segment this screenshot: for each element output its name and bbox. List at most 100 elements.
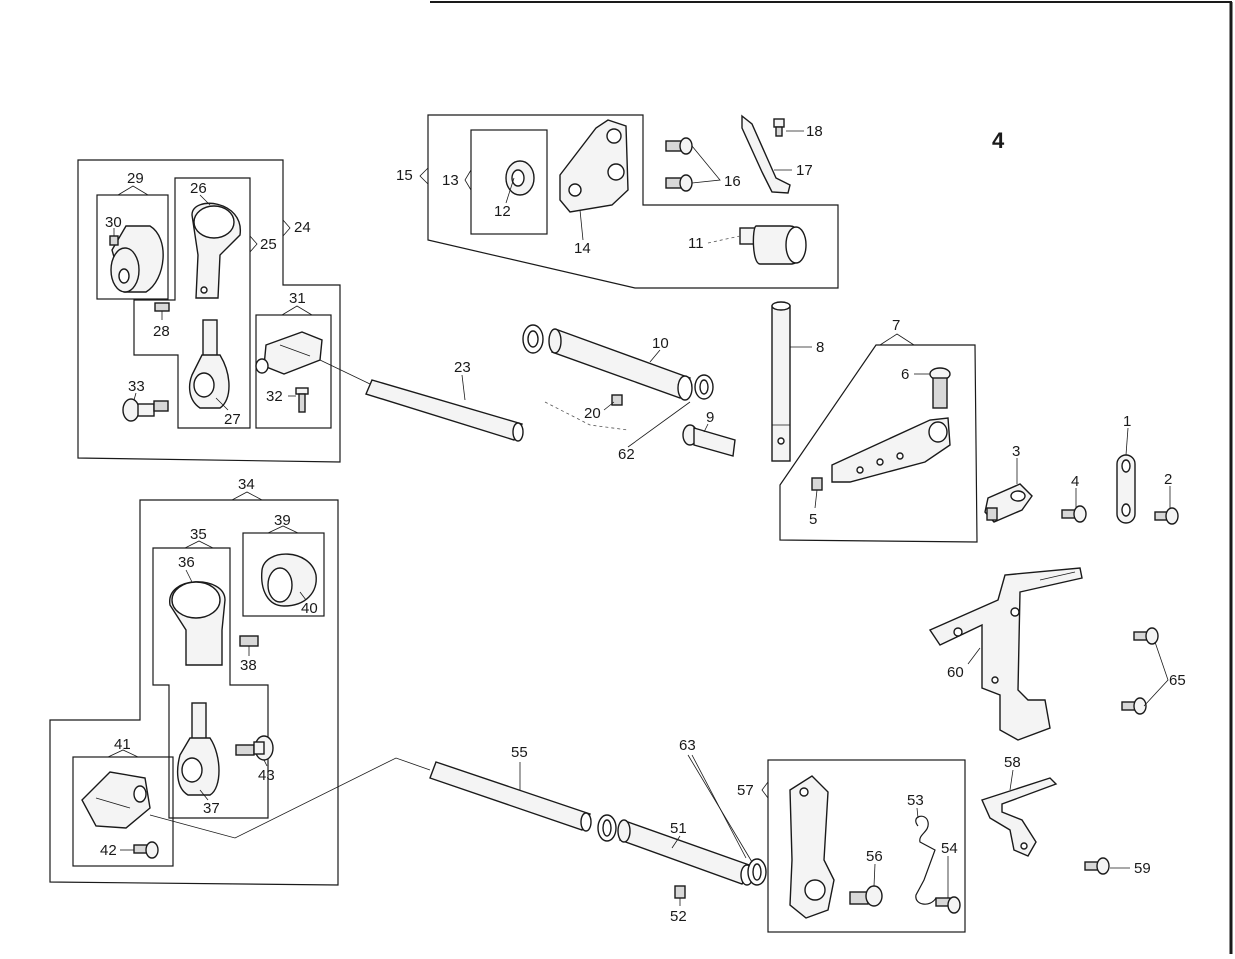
callout-41: 41 [114,736,131,753]
group-box-24 [77,159,341,463]
part-58-bracket [981,777,1058,857]
page-number: 4 [992,128,1005,153]
part-14-link-plate [559,119,629,213]
part-20-setscrew [611,394,623,406]
part-41-block [81,771,151,829]
group-box-35 [152,547,269,819]
part-56-screw [849,885,883,907]
callout-7: 7 [892,317,900,334]
leader-41-55 [149,757,431,839]
callout-57: 57 [737,782,754,799]
callout-30: 30 [105,214,122,231]
callout-37: 37 [203,800,220,817]
part-9-pin [682,424,736,457]
callout-33: 33 [128,378,145,395]
callout-29: 29 [127,170,144,187]
callout-8: 8 [816,339,824,356]
callout-38: 38 [240,657,257,674]
part-39-collar [261,553,317,607]
callout-6: 6 [901,366,909,383]
part-31-block [255,331,323,375]
callout-39: 39 [274,512,291,529]
callout-5: 5 [809,511,817,528]
part-18-screw [773,118,785,137]
group-box-57 [767,759,966,933]
group-box-34 [49,499,339,886]
part-26-clamp-arm [191,202,241,299]
part-5-setscrew [811,477,823,491]
callout-36: 36 [178,554,195,571]
part-washer-62 [694,374,714,400]
callout-43: 43 [258,767,275,784]
leader-31-23 [319,359,371,385]
callout-14: 14 [574,240,591,257]
part-32-screw [295,387,309,413]
part-8-vertical-shaft [771,301,791,462]
callout-35: 35 [190,526,207,543]
part-6-screw [929,367,951,409]
callout-12: 12 [494,203,511,220]
callout-10: 10 [652,335,669,352]
part-57-lever [789,775,835,919]
part-43-screw [235,735,274,761]
callout-62: 62 [618,446,635,463]
part-1-link [1116,454,1136,524]
callout-55: 55 [511,744,528,761]
part-27-crank-arm [188,319,230,409]
group-box-25 [133,177,251,429]
group-box-39 [242,532,325,617]
callout-34: 34 [238,476,255,493]
callout-54: 54 [941,840,958,857]
callout-labels: 1 2 3 4 5 6 7 8 9 10 11 12 13 14 15 16 1… [100,123,1186,925]
part-10-tube [548,328,693,401]
group-box-29 [96,194,169,300]
callout-58: 58 [1004,754,1021,771]
part-59-screw [1084,857,1110,875]
group-box-15 [427,114,839,289]
part-53-spring [915,815,937,905]
callout-53: 53 [907,792,924,809]
callout-24: 24 [294,219,311,236]
callout-9: 9 [706,409,714,426]
callout-13: 13 [442,172,459,189]
part-55-shaft [429,761,592,832]
callout-18: 18 [806,123,823,140]
callout-23: 23 [454,359,471,376]
callout-4: 4 [1071,473,1079,490]
callout-27: 27 [224,411,241,428]
leader-62-dashed [544,401,629,431]
group-box-13 [470,129,548,235]
callout-59: 59 [1134,860,1151,877]
leader-lines [107,130,1171,906]
part-washer-63 [747,858,767,886]
callout-65: 65 [1169,672,1186,689]
part-52-setscrew [674,885,686,899]
callout-26: 26 [190,180,207,197]
callout-31: 31 [289,290,306,307]
part-54-screw [935,896,961,914]
part-28-screw [154,302,170,312]
part-7-lever [831,417,951,483]
callout-11: 11 [688,235,704,252]
callout-15: 15 [396,167,413,184]
part-16-screws [665,137,693,192]
part-36-clamp [169,581,226,666]
group-box-7 [779,344,978,543]
callout-28: 28 [153,323,170,340]
part-2-screw [1154,507,1179,525]
part-3-link [984,483,1033,523]
callout-20: 20 [584,405,601,422]
callout-16: 16 [724,173,741,190]
callout-42: 42 [100,842,117,859]
callout-3: 3 [1012,443,1020,460]
callout-1: 1 [1123,413,1131,430]
callout-40: 40 [301,600,318,617]
part-29-collar [110,225,164,293]
part-17-bracket [741,114,791,194]
part-33-screw [122,398,169,422]
part-4-screw [1061,505,1087,523]
part-60-bracket [928,567,1083,741]
part-washer-upper [522,324,544,354]
callout-2: 2 [1164,471,1172,488]
part-23-shaft [365,379,524,442]
